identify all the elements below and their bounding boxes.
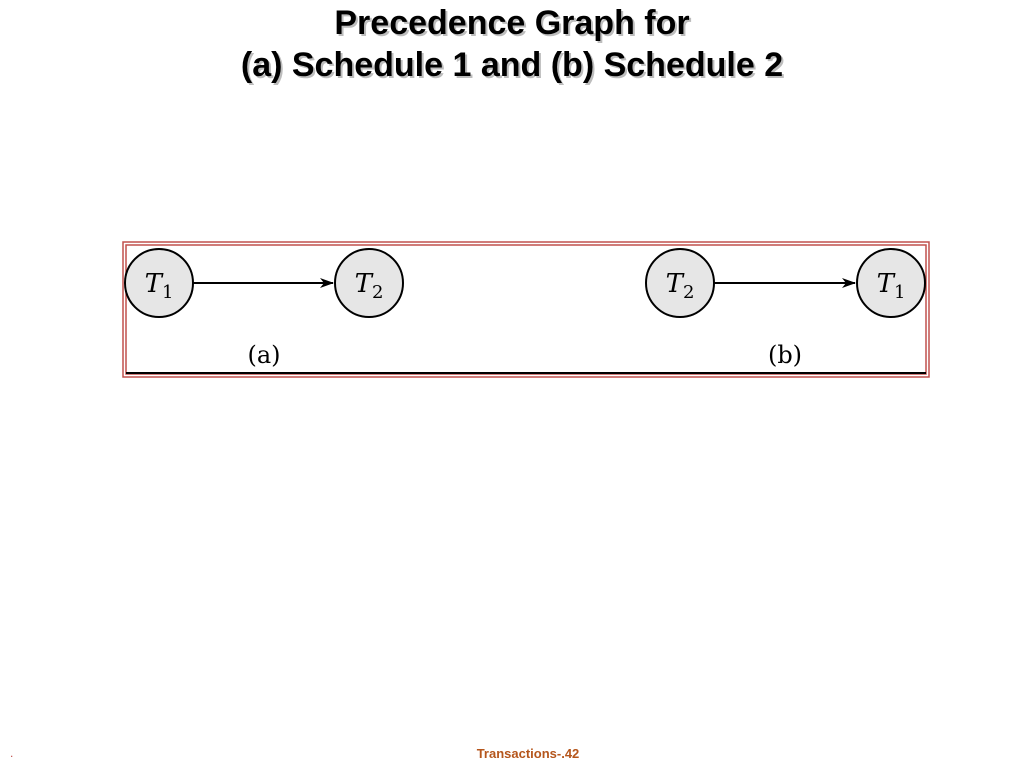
diagram-a: T1 T2 (a) xyxy=(124,248,404,369)
caption-a: (a) xyxy=(247,341,280,369)
footer-left-mark: . xyxy=(10,746,14,760)
node-a-to xyxy=(334,248,404,318)
precedence-graph-figure: T1 T2 (a) T2 T1 (b) xyxy=(122,241,930,378)
node-a-to-label: T2 xyxy=(355,269,384,303)
precedence-graph-svg: T1 T2 (a) T2 T1 (b) xyxy=(122,241,930,378)
figure-outer-border xyxy=(122,241,930,378)
diagram-b: T2 T1 (b) xyxy=(645,248,926,369)
title-line-2: (a) Schedule 1 and (b) Schedule 2 xyxy=(240,46,784,84)
title-line-1: Precedence Graph for xyxy=(334,4,690,42)
node-b-to xyxy=(856,248,926,318)
figure-inner-border xyxy=(125,244,927,375)
node-a-from-label: T1 xyxy=(145,269,174,303)
slide-title: Precedence Graph for (a) Schedule 1 and … xyxy=(0,2,1024,86)
footer-slide-label: Transactions-.42 xyxy=(476,746,580,761)
node-b-from-label: T2 xyxy=(666,269,695,303)
caption-b: (b) xyxy=(768,341,802,369)
node-b-to-label: T1 xyxy=(877,269,906,303)
